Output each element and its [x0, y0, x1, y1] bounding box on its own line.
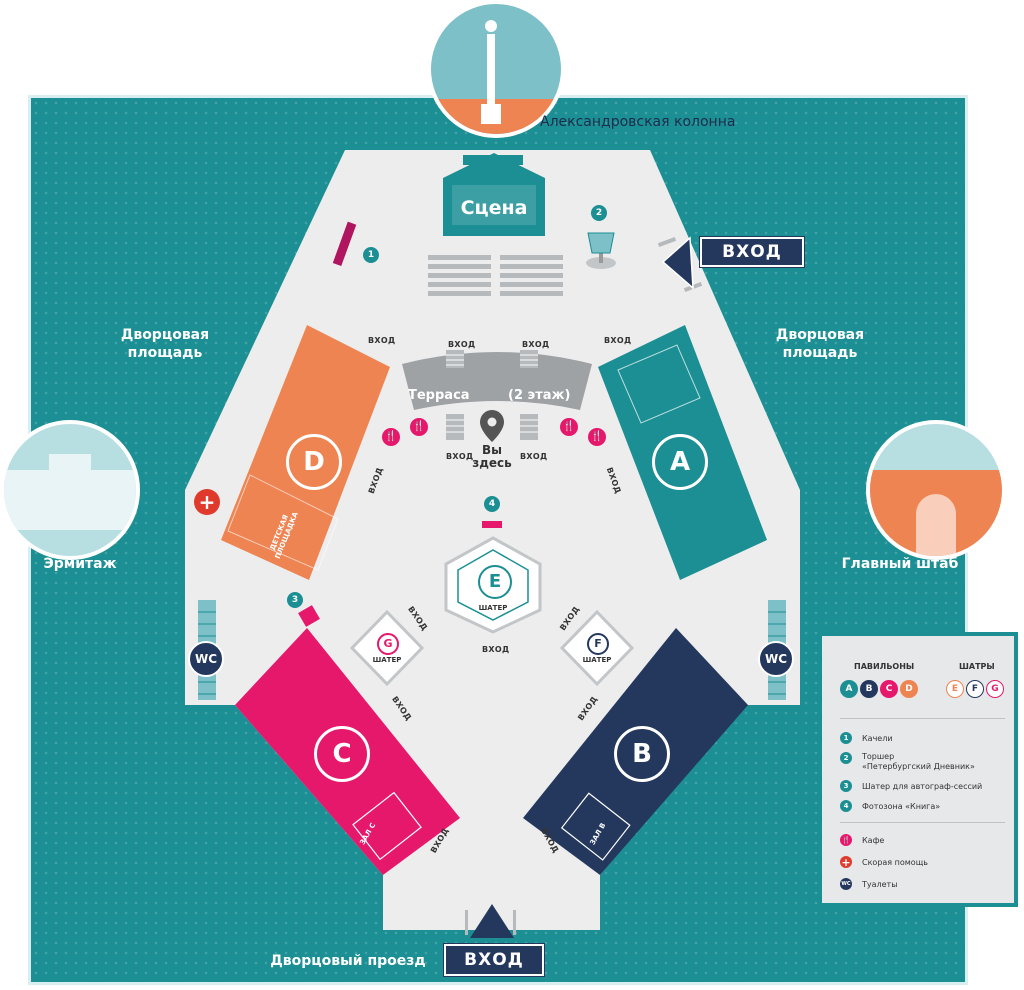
- wc-left-badge[interactable]: WC: [188, 641, 224, 677]
- legend-item-autograph: 3 Шатер для автограф-сессий: [840, 780, 982, 792]
- photo-zone-bar: [482, 521, 502, 528]
- legend-tent-letters: E F G: [946, 680, 1012, 700]
- cafe-icon: 🍴: [840, 834, 852, 846]
- terrace-entry-label: ВХОД: [522, 340, 550, 349]
- marker-4[interactable]: 4: [484, 496, 500, 512]
- passage-label: Дворцовый проезд: [270, 953, 426, 969]
- tent-g-badge[interactable]: G: [377, 633, 399, 655]
- floor-lamp-icon: [586, 232, 616, 269]
- seating-rows: [428, 255, 563, 296]
- legend-item-toilets: WC Туалеты: [840, 878, 898, 890]
- legend-tent-e: E: [946, 680, 964, 698]
- tent-f-badge[interactable]: F: [587, 633, 609, 655]
- general-staff-image: [866, 420, 1006, 560]
- stage-building: [443, 153, 545, 236]
- general-staff-label: Главный штаб: [841, 556, 959, 572]
- cafe-icon[interactable]: 🍴: [410, 418, 428, 436]
- column-label: Александровская колонна: [540, 114, 736, 130]
- legend-tent-g: G: [986, 680, 1004, 698]
- alexander-column-image: [427, 0, 565, 138]
- entry-bottom-button[interactable]: ВХОД: [444, 944, 544, 976]
- legend-marker-3: 3: [840, 780, 852, 792]
- legend-item-cafe: 🍴 Кафе: [840, 834, 884, 846]
- legend-tents-title: ШАТРЫ: [959, 662, 995, 671]
- tent-e-entry-label: ВХОД: [482, 645, 510, 654]
- wc-icon: WC: [840, 878, 852, 890]
- legend-tent-f: F: [966, 680, 984, 698]
- you-are-here-pin-icon: [480, 410, 504, 442]
- legend-text: Кафе: [862, 835, 885, 845]
- cafe-icon[interactable]: 🍴: [560, 418, 578, 436]
- legend-divider: [840, 718, 1005, 719]
- first-aid-icon[interactable]: +: [194, 489, 220, 515]
- tent-e-badge[interactable]: E: [478, 565, 512, 599]
- marker-3[interactable]: 3: [287, 592, 303, 608]
- legend-item-lamp: 2 Торшер «Петербургский Дневник»: [840, 752, 975, 772]
- pavilion-d-entry-label: ВХОД: [368, 336, 396, 345]
- legend-pavilions-title: ПАВИЛЬОНЫ: [854, 662, 915, 671]
- legend-item-first-aid: + Скорая помощь: [840, 855, 928, 869]
- legend-text: Туалеты: [862, 879, 898, 889]
- hall-b-tables: [560, 792, 631, 861]
- hall-c-tables: [352, 791, 422, 861]
- entry-right-button[interactable]: ВХОД: [700, 237, 804, 267]
- legend-text: Шатер для автограф-сессий: [862, 781, 983, 791]
- pavilion-b-badge[interactable]: B: [614, 726, 670, 782]
- stage-label: Сцена: [460, 197, 528, 219]
- wc-right-badge[interactable]: WC: [758, 641, 794, 677]
- swing-bar: [332, 221, 357, 267]
- legend-marker-4: 4: [840, 800, 852, 812]
- terrace-label: Терраса: [408, 388, 470, 403]
- pavilion-c-badge[interactable]: C: [314, 726, 370, 782]
- legend-text: Качели: [862, 733, 893, 743]
- terrace-floor-label: (2 этаж): [508, 388, 571, 403]
- legend-marker-1: 1: [840, 732, 852, 744]
- bottom-gate: [465, 904, 516, 938]
- legend-pavilion-b: B: [860, 680, 878, 698]
- cafe-icon[interactable]: 🍴: [382, 428, 400, 446]
- tent-e-label: ШАТЕР: [478, 604, 508, 612]
- marker-2[interactable]: 2: [591, 205, 607, 221]
- square-left-label: Дворцовая площадь: [120, 327, 210, 361]
- tent-f-label: ШАТЕР: [582, 656, 612, 664]
- terrace-entry-label: ВХОД: [448, 340, 476, 349]
- first-aid-icon: +: [840, 855, 852, 869]
- terrace-entry-label: ВХОД: [446, 452, 474, 461]
- legend-marker-2: 2: [840, 752, 852, 764]
- square-right-label: Дворцовая площадь: [775, 327, 865, 361]
- marker-1[interactable]: 1: [363, 247, 379, 263]
- legend-item-swing: 1 Качели: [840, 732, 893, 744]
- pavilion-a-entry-label: ВХОД: [604, 336, 632, 345]
- legend-item-photozone: 4 Фотозона «Книга»: [840, 800, 940, 812]
- you-are-here-label: Вы здесь: [472, 443, 512, 470]
- pavilion-d-badge[interactable]: D: [286, 434, 342, 490]
- pavilion-a-badge[interactable]: A: [652, 434, 708, 490]
- hermitage-image: [0, 420, 140, 560]
- legend-divider: [840, 822, 1005, 823]
- legend-text: Скорая помощь: [862, 857, 928, 867]
- legend-pavilion-c: C: [880, 680, 898, 698]
- legend-pavilion-a: A: [840, 680, 858, 698]
- legend-pavilion-letters: A B C D: [840, 680, 924, 700]
- terrace-entry-label: ВХОД: [520, 452, 548, 461]
- autograph-tent: [298, 605, 320, 627]
- cafe-icon[interactable]: 🍴: [588, 428, 606, 446]
- legend-text: Торшер «Петербургский Дневник»: [862, 752, 975, 771]
- legend-text: Фотозона «Книга»: [862, 801, 941, 811]
- hermitage-label: Эрмитаж: [43, 556, 117, 572]
- right-gate: [657, 236, 703, 292]
- tent-g-label: ШАТЕР: [372, 656, 402, 664]
- legend-pavilion-d: D: [900, 680, 918, 698]
